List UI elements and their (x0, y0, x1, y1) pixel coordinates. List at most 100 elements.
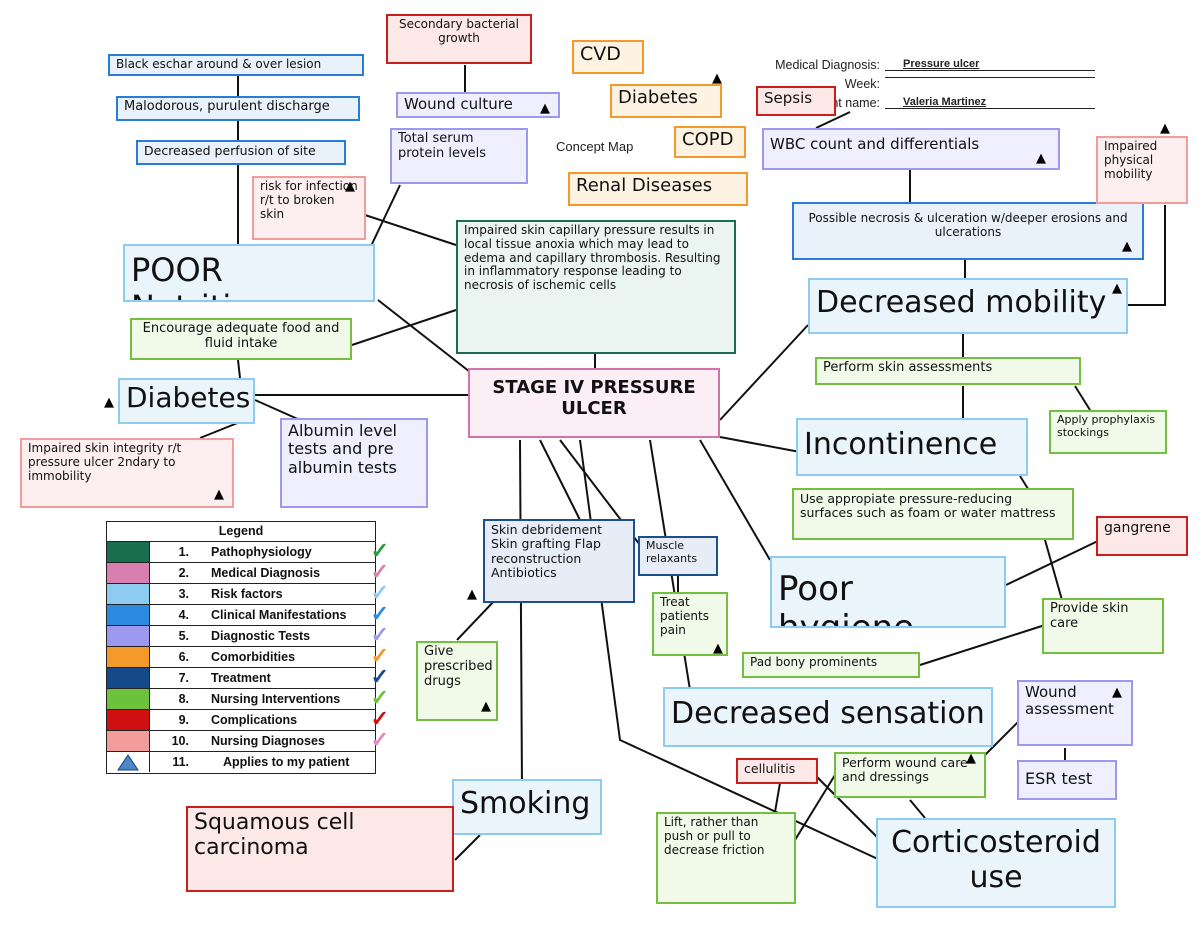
legend-number: 11. (172, 755, 189, 769)
wound-care-intervention: Perform wound care and dressings (834, 752, 986, 798)
line-diabetes-impaired (199, 421, 241, 439)
pad-bony-intervention: Pad bony prominents (742, 652, 920, 678)
check-icon: ✓ (370, 580, 389, 605)
line-cellulitis-lift (774, 782, 781, 813)
legend-color-swatch (107, 626, 150, 646)
line-central-smoking (519, 439, 523, 791)
diabetes-risk: Diabetes (118, 378, 255, 424)
legend-row: 4. Clinical Manifestations ✓ (107, 603, 389, 626)
decreased-perfusion-manifestation: Decreased perfusion of site (136, 140, 346, 165)
legend-number: 6. (178, 650, 189, 664)
check-icon: ✓ (370, 643, 389, 668)
legend-label: Applies to my patient (223, 755, 350, 769)
total-serum-test: Total serum protein levels (390, 128, 528, 184)
line-encourage-patho (351, 309, 457, 346)
wound-assessment-test: Wound assessment (1017, 680, 1133, 746)
legend-label: Medical Diagnosis (211, 566, 321, 580)
check-icon: ✓ (370, 601, 389, 626)
triangle-icon: ▲ (214, 487, 224, 502)
poor-nutrition-risk: POOR Nutrition (123, 244, 375, 302)
line-smoking-squamous (454, 834, 481, 861)
legend-row: 11. Applies to my patient (107, 752, 375, 773)
triangle-icon: ▲ (1112, 685, 1122, 700)
line-central-incontinence (719, 436, 801, 453)
legend-color-swatch (107, 668, 150, 688)
possible-necrosis-manifestation: Possible necrosis & ulceration w/deeper … (792, 202, 1144, 260)
apply-stockings-intervention: Apply prophylaxis stockings (1049, 410, 1167, 454)
week-label: Week: (844, 77, 880, 91)
check-icon: ✓ (370, 664, 389, 689)
triangle-icon: ▲ (1122, 239, 1132, 254)
skin-debridement-treatment: Skin debridement Skin grafting Flap reco… (483, 519, 635, 603)
concept-map-title: Concept Map (556, 139, 634, 154)
copd-comorbidity: COPD (674, 126, 746, 158)
week-value[interactable] (885, 77, 1095, 78)
legend-row: 8.Nursing Interventions✓ (107, 687, 389, 710)
triangle-icon: ▲ (481, 699, 491, 714)
legend-label: Complications (211, 713, 298, 727)
impaired-skin-integrity-diagnosis: Impaired skin integrity r/t pressure ulc… (20, 438, 234, 508)
give-drugs-intervention: Give prescribed drugs (416, 641, 498, 721)
legend-title: Legend (107, 522, 375, 542)
triangle-icon: ▲ (1036, 151, 1046, 166)
check-icon: ✓ (370, 706, 389, 731)
legend-number: 1. (178, 545, 189, 559)
legend-row: 2.Medical Diagnosis✓ (107, 561, 389, 584)
legend-color-swatch (107, 584, 150, 604)
legend: Legend 1. Pathophysiology ✓ 2. Medical Diagn… (106, 521, 389, 774)
legend-number: 8. (178, 692, 189, 706)
wbc-count-test: WBC count and differentials (762, 128, 1060, 170)
line-wound-lift (794, 774, 836, 841)
pathophysiology-box: Impaired skin capillary pressure results… (456, 220, 736, 354)
secondary-bacterial-complication: Secondary bacterial growth (386, 14, 532, 64)
legend-color-swatch (107, 710, 150, 730)
legend-number: 10. (171, 734, 189, 748)
legend-row: 5.Diagnostic Tests✓ (107, 624, 389, 647)
legend-number: 9. (178, 713, 189, 727)
triangle-icon: ▲ (712, 71, 722, 86)
header-info: Medical Diagnosis:Pressure ulcer Week: S… (760, 56, 1095, 113)
incontinence-risk: Incontinence (796, 418, 1028, 476)
impaired-mobility-diagnosis: Impaired physical mobility (1096, 136, 1188, 204)
decreased-mobility-risk: Decreased mobility (808, 278, 1128, 334)
wound-culture-test: Wound culture (396, 92, 560, 118)
legend-color-swatch (107, 542, 150, 562)
legend-color-swatch (107, 689, 150, 709)
legend-label: Treatment (211, 671, 271, 685)
cvd-comorbidity: CVD (572, 40, 644, 74)
legend-number: 5. (178, 629, 189, 643)
triangle-icon (117, 754, 139, 771)
line-diabetes-encourage (237, 359, 241, 379)
decreased-sensation-risk: Decreased sensation (663, 687, 993, 747)
legend-row: 1.Pathophysiology✓ (107, 540, 389, 563)
legend-triangle-swatch (107, 752, 150, 772)
perform-skin-assessment-intervention: Perform skin assessments (815, 357, 1081, 385)
medical-diagnosis-value[interactable]: Pressure ulcer (885, 58, 1095, 71)
line-debridement-drugs (456, 597, 498, 641)
legend-color-swatch (107, 731, 150, 751)
legend-label: Pathophysiology (211, 545, 312, 559)
check-icon: ✓ (370, 727, 389, 752)
provide-skin-care-intervention: Provide skin care (1042, 598, 1164, 654)
muscle-relaxants-treatment: Muscle relaxants (638, 536, 718, 576)
legend-row: 3.Risk factors✓ (107, 582, 389, 605)
legend-label: Clinical Manifestations (211, 608, 347, 622)
corticosteroid-risk: Corticosteroid use (876, 818, 1116, 908)
risk-for-infection-diagnosis: risk for infection r/t to broken skin (252, 176, 366, 240)
lift-intervention: Lift, rather than push or pull to decrea… (656, 812, 796, 904)
student-name-value[interactable]: Valeria Martinez (885, 96, 1095, 109)
triangle-icon: ▲ (1112, 281, 1122, 296)
legend-number: 2. (178, 566, 189, 580)
legend-row: 6.Comorbidities✓ (107, 645, 389, 668)
check-icon: ✓ (370, 685, 389, 710)
triangle-icon: ▲ (104, 395, 114, 410)
encourage-food-intervention: Encourage adequate food and fluid intake (130, 318, 352, 360)
triangle-icon: ▲ (345, 179, 355, 194)
line-skin-stockings (1074, 385, 1091, 411)
legend-number: 4. (178, 608, 189, 622)
legend-label: Nursing Diagnoses (211, 734, 325, 748)
cellulitis-complication: cellulitis (736, 758, 818, 784)
esr-test: ESR test (1017, 760, 1117, 800)
line-wound-cortico (909, 799, 926, 819)
squamous-cell-complication: Squamous cell carcinoma (186, 806, 454, 892)
